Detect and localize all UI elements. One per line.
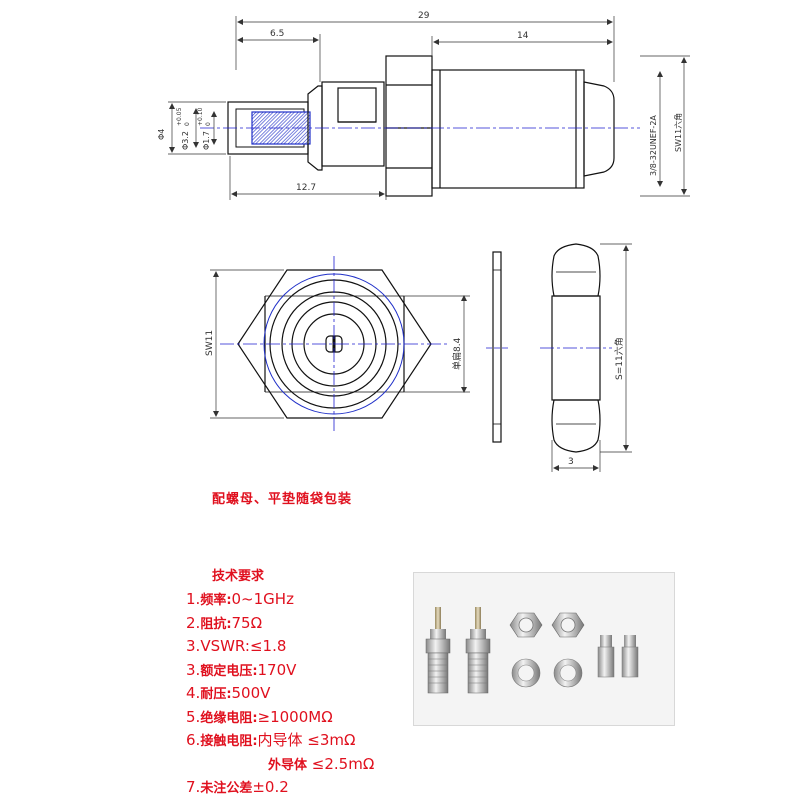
dim-bore-diameter: Φ3.2 [181, 131, 190, 150]
dim-nut-width: 3 [568, 457, 574, 467]
tech-item: 1.频率:0~1GHz [186, 590, 294, 608]
dim-pin-tolerance: +0.10 [197, 107, 204, 126]
dim-bore-tolerance-low: 0 [184, 122, 191, 126]
nut-side-view [540, 243, 612, 453]
tech-item: 7.未注公差±0.2 [186, 778, 289, 796]
connector [425, 607, 451, 694]
washer [511, 658, 541, 688]
washer-side-view [486, 251, 508, 443]
nut-dimensions [551, 243, 632, 472]
tech-item: 4.耐压:500V [186, 684, 271, 702]
product-photo [413, 572, 675, 726]
dim-thread-spec: 3/8-32UNEF-2A [649, 115, 658, 176]
dim-nut-size: S=11六角 [613, 337, 625, 380]
side-view [200, 55, 640, 197]
middle-body [321, 81, 385, 167]
front-hex-view [220, 256, 448, 432]
hex-flange [385, 55, 433, 197]
front-nose [583, 81, 615, 177]
dim-pin-length: 6.5 [270, 29, 284, 39]
sleeve [597, 635, 615, 678]
dim-thread-length: 14 [517, 31, 529, 41]
dim-pin-tolerance-low: 0 [205, 122, 212, 126]
tech-item: 3.VSWR:≤1.8 [186, 637, 287, 655]
front-view-dimensions [210, 269, 470, 419]
tech-title: 技术要求 [212, 569, 265, 584]
dim-pin-diameter: Φ1.7 [202, 131, 211, 150]
sleeve [621, 635, 639, 678]
dim-flat-width: 单扁8.4 [451, 337, 463, 370]
tech-sub-item: 外导体 ≤2.5mΩ [268, 754, 375, 773]
threaded-body [431, 69, 585, 189]
tech-item: 6.接触电阻:内导体 ≤3mΩ [186, 731, 356, 749]
tech-requirements: 技术要求 1.频率:0~1GHz 2.阻抗:75Ω 3.VSWR:≤1.8 3.… [186, 566, 374, 800]
connector [465, 607, 491, 694]
dim-bore-tolerance: +0.05 [176, 107, 183, 126]
washer [553, 658, 583, 688]
tech-item: 3.额定电压:170V [186, 660, 297, 679]
tech-item: 5.绝缘电阻:≥1000MΩ [186, 707, 333, 726]
nut [509, 612, 543, 638]
product-photo-illustration [425, 607, 639, 694]
tech-item: 2.阻抗:75Ω [186, 613, 263, 632]
packaging-note: 配螺母、平垫随袋包装 [212, 492, 353, 507]
dim-hex-front: SW11 [205, 330, 215, 356]
dim-hex-side: SW11六角 [673, 113, 683, 152]
nut [551, 612, 585, 638]
dim-overall-length: 29 [418, 11, 430, 21]
dim-outer-diameter: Φ4 [157, 129, 166, 140]
dim-body-length: 12.7 [296, 183, 316, 193]
side-view-dimensions [168, 16, 690, 200]
